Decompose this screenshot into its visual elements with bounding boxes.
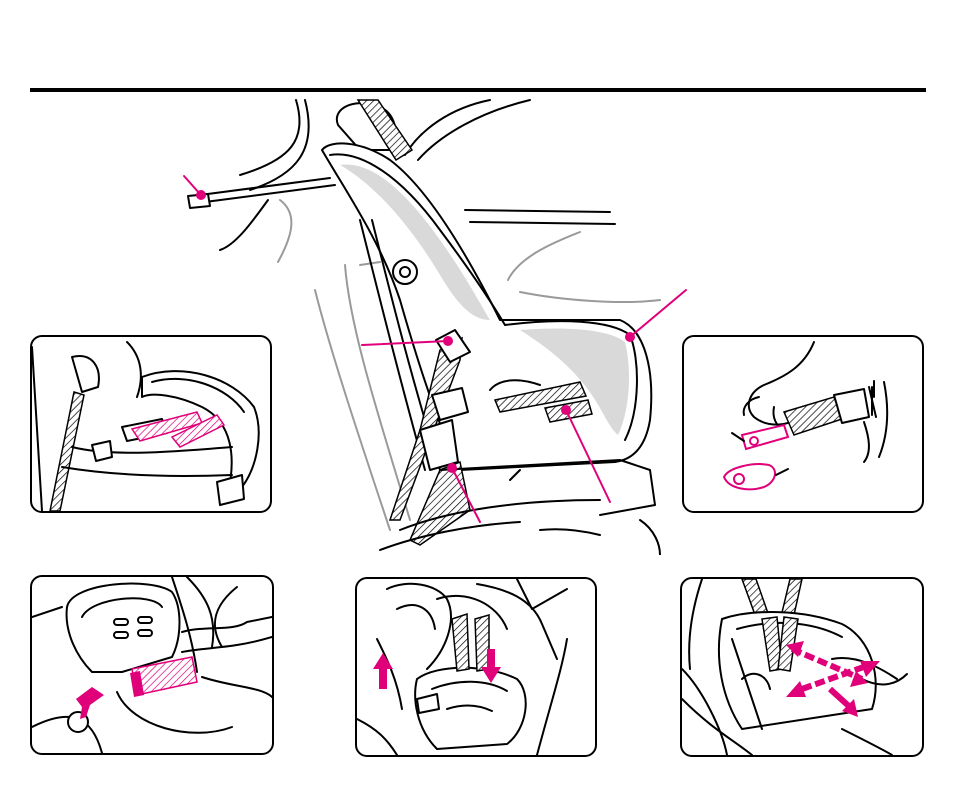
- callout-buckle-tab: [776, 469, 788, 475]
- buckle-tab: [724, 464, 775, 489]
- callout-shell-edge: [625, 290, 686, 342]
- panel-tighten-harness: [355, 577, 597, 757]
- panel-release-strap: [30, 575, 274, 755]
- panel-belt-routing: [30, 335, 272, 513]
- buckle-tongue: [742, 425, 788, 449]
- header-rule: [30, 88, 926, 92]
- panel-buckle-detail: [682, 335, 924, 513]
- panel-adjust-harness: [680, 577, 924, 757]
